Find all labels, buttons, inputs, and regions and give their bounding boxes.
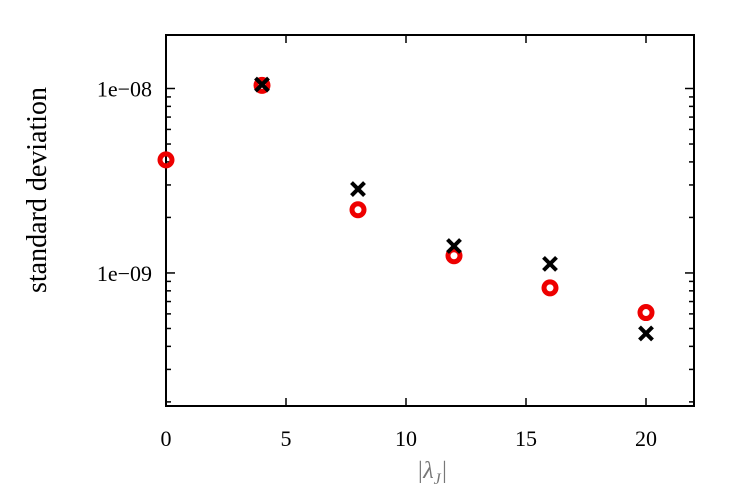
circle-point [253,76,271,94]
data-points [157,76,655,342]
y-axis: 1e−09 1e−08 [97,76,694,403]
cross-point [350,181,366,197]
x-tick-label: 20 [635,426,657,451]
x-tick-label: 5 [281,426,292,451]
circle-point [541,279,559,297]
circle-point [349,201,367,219]
y-axis-label: standard deviation [22,87,53,293]
circle-point [157,151,175,169]
cross-point [542,255,558,272]
x-tick-label: 15 [515,426,537,451]
plot-frame [165,34,695,407]
circle-point [445,247,463,265]
x-tick-label: 0 [161,426,172,451]
x-axis-label: |λJ| [417,458,448,488]
cross-point [446,238,462,254]
circle-point [637,304,655,322]
cross-point [638,325,654,342]
x-axis: 0 5 10 15 20 [161,35,657,451]
x-tick-label: 10 [395,426,417,451]
y-tick-label: 1e−09 [97,261,152,286]
cross-point [254,76,270,93]
y-tick-label: 1e−08 [97,76,152,101]
